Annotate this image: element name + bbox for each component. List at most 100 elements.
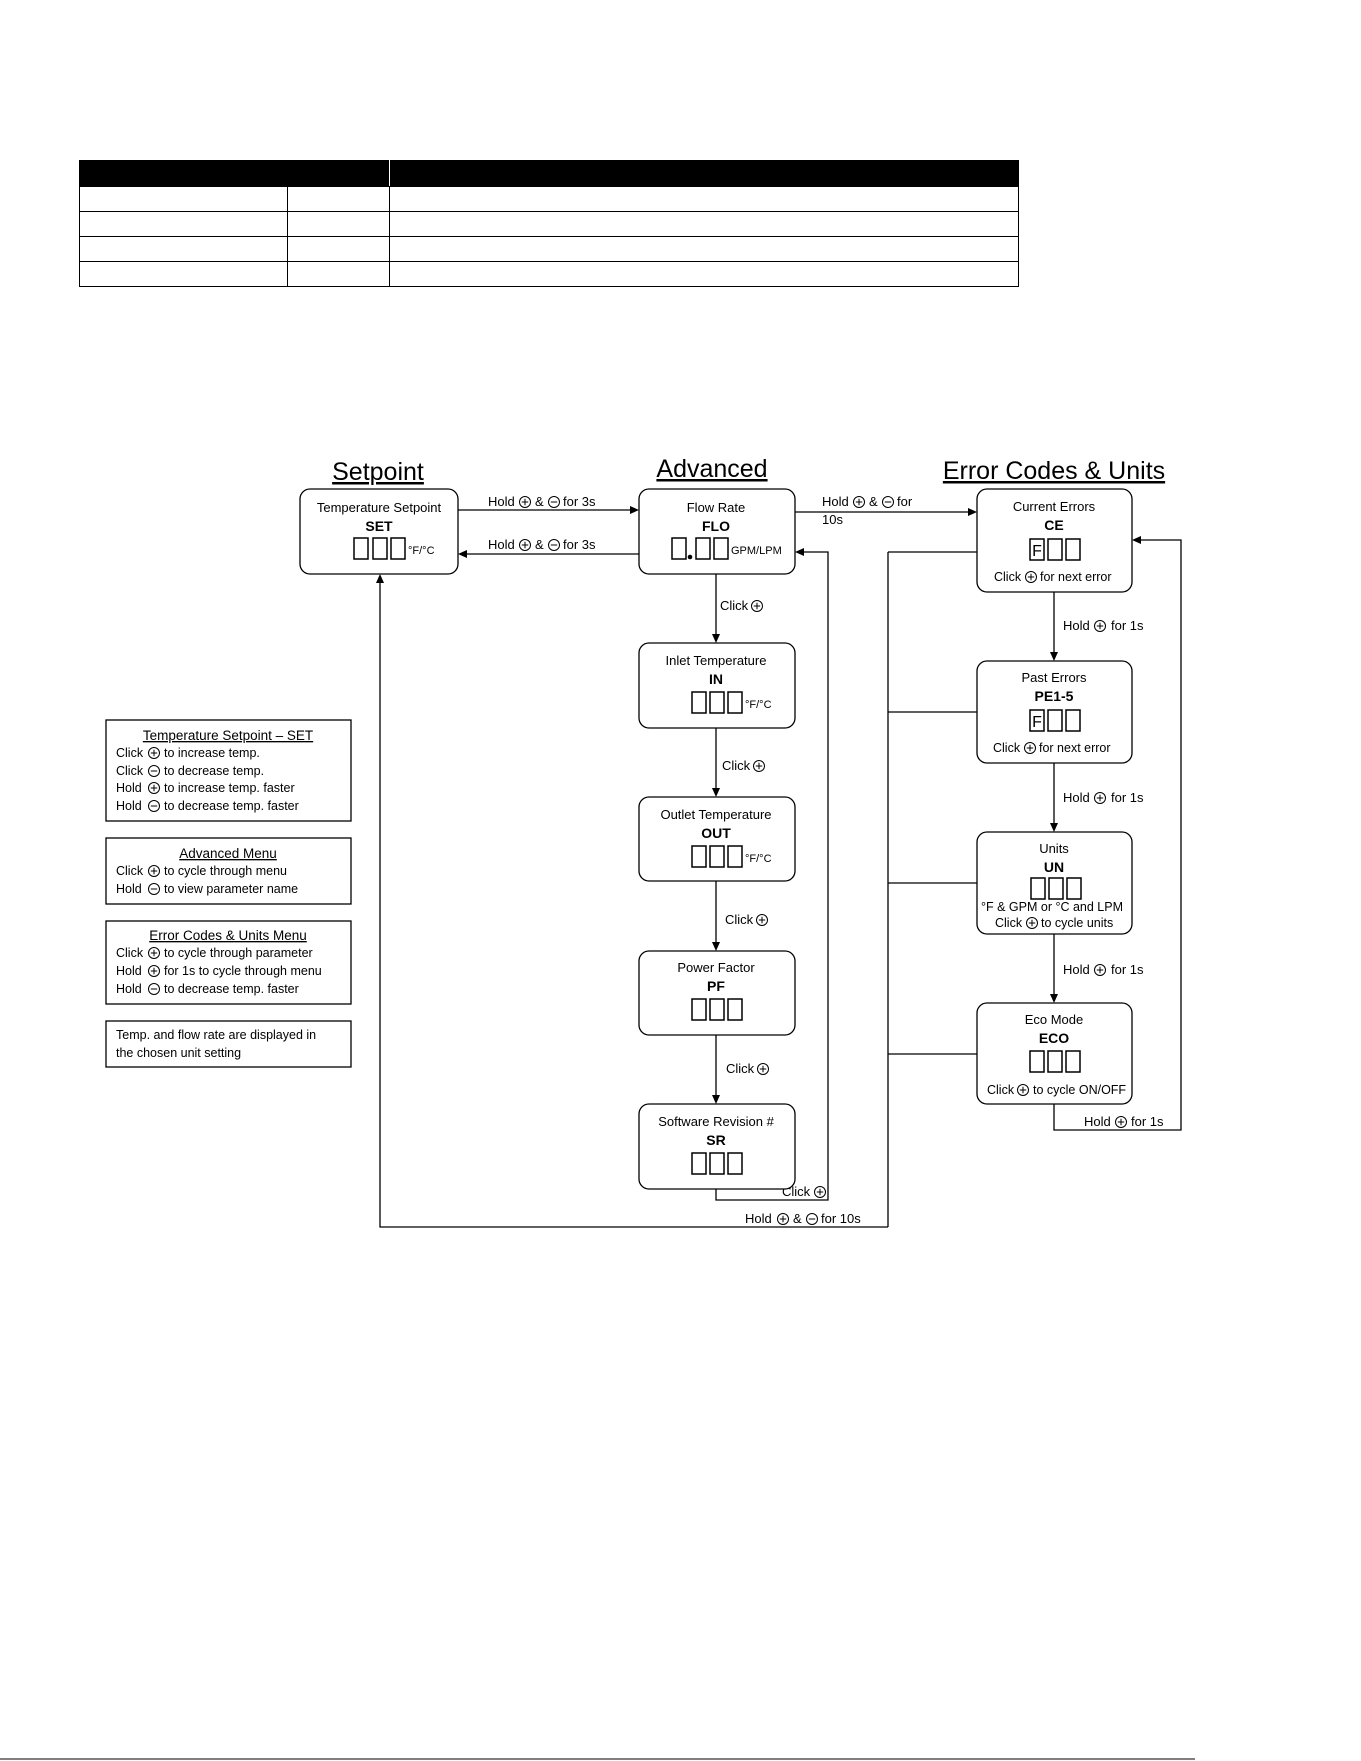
table-cell — [287, 211, 390, 237]
digit-segment — [1047, 1050, 1063, 1073]
arrow-head — [1132, 536, 1141, 544]
digit-segment — [691, 1152, 707, 1175]
plus-button-icon — [753, 760, 765, 772]
box-unit: °F/°C — [408, 545, 435, 557]
table-cell — [79, 211, 288, 237]
svg-text:Click: Click — [720, 598, 749, 613]
table-cell — [389, 261, 1019, 287]
box-name: Inlet Temperature — [666, 653, 767, 668]
digit-segment — [1065, 709, 1081, 732]
svg-text:to view parameter name: to view parameter name — [164, 882, 298, 896]
box-code: FLO — [702, 518, 730, 534]
svg-text:for next error: for next error — [1039, 741, 1111, 755]
svg-text:for 1s to cycle through menu: for 1s to cycle through menu — [164, 964, 322, 978]
table-row — [79, 186, 1019, 212]
table-row — [79, 211, 1019, 237]
plus-button-icon — [1026, 917, 1038, 929]
plus-button-icon — [1115, 1116, 1127, 1128]
box-name: Eco Mode — [1025, 1012, 1084, 1027]
box-units: Units UN °F & GPM or °C and LPM Click to… — [976, 831, 1133, 935]
arrow-head — [712, 1095, 720, 1104]
table-cell — [79, 236, 288, 262]
svg-text:for next error: for next error — [1040, 570, 1112, 584]
label-flo-to-ce: Hold & for 10s — [822, 494, 913, 527]
arrow-sr-to-flo — [715, 551, 829, 1201]
digit-segment — [709, 998, 725, 1021]
label-flo-to-set: Hold & for 3s — [488, 537, 596, 552]
digit-segment — [1066, 877, 1082, 900]
box-code: CE — [1044, 517, 1063, 533]
svg-text:&: & — [535, 494, 544, 509]
plus-button-icon — [519, 539, 531, 551]
table-cell — [79, 186, 288, 212]
digit-segment — [727, 998, 743, 1021]
legend-error-codes-units: Error Codes & Units Menu Click to cycle … — [105, 920, 352, 1005]
svg-text:Click: Click — [116, 764, 144, 778]
box-code: SR — [706, 1132, 725, 1148]
digit-segment — [709, 845, 725, 868]
svg-text:for 1s: for 1s — [1111, 962, 1144, 977]
svg-text:to cycle units: to cycle units — [1041, 916, 1113, 930]
arrow-head — [1050, 823, 1058, 832]
svg-text:for 1s: for 1s — [1131, 1114, 1164, 1129]
table-header-cell — [287, 160, 390, 187]
digit-segment — [353, 537, 369, 560]
legend-title: Advanced Menu — [179, 846, 277, 861]
label-click-3: Click — [725, 912, 768, 927]
arrow-eco-to-ce — [1053, 539, 1182, 1131]
setpoint-column-title: Setpoint — [332, 458, 424, 486]
digit-segment — [1065, 538, 1081, 561]
table-cell — [389, 211, 1019, 237]
svg-text:to cycle through menu: to cycle through menu — [164, 864, 287, 878]
table-cell — [389, 236, 1019, 262]
box-name: Temperature Setpoint — [317, 500, 442, 515]
label-hold-1s-2: Hold for 1s — [1063, 790, 1144, 805]
box-unit: °F/°C — [745, 853, 772, 865]
svg-text:Hold: Hold — [1084, 1114, 1111, 1129]
box-code: IN — [709, 671, 723, 687]
svg-text:to increase temp.: to increase temp. — [164, 746, 260, 760]
digit-segment — [390, 537, 406, 560]
svg-text:Hold: Hold — [1063, 962, 1090, 977]
plus-button-icon — [1025, 571, 1037, 583]
digit-segment — [727, 1152, 743, 1175]
box-name: Software Revision # — [658, 1114, 774, 1129]
minus-button-icon — [806, 1213, 818, 1225]
digit-segment — [1030, 877, 1046, 900]
table-cell — [389, 186, 1019, 212]
arrow-errors-to-set — [379, 582, 888, 1228]
box-eco-mode: Eco Mode ECO Click to cycle ON/OFF — [976, 1002, 1133, 1105]
plus-button-icon — [751, 600, 763, 612]
svg-text:to increase temp. faster: to increase temp. faster — [164, 781, 295, 795]
svg-text:Click: Click — [722, 758, 751, 773]
plus-button-icon — [148, 747, 160, 759]
svg-text:Hold: Hold — [1063, 790, 1090, 805]
label-click-4: Click — [726, 1061, 769, 1076]
digit-segment — [695, 537, 711, 560]
digit-segment — [727, 691, 743, 714]
legend-temperature-setpoint: Temperature Setpoint – SET Click to incr… — [105, 719, 352, 822]
svg-text:Click: Click — [987, 1083, 1015, 1097]
box-current-errors: Current Errors CE F Click for next error — [976, 488, 1133, 593]
svg-text:to decrease temp. faster: to decrease temp. faster — [164, 799, 299, 813]
decimal-point — [687, 554, 693, 560]
box-unit: GPM/LPM — [731, 545, 782, 557]
svg-text:to cycle through parameter: to cycle through parameter — [164, 946, 313, 960]
arrow-head — [458, 550, 467, 558]
svg-text:Hold: Hold — [116, 781, 142, 795]
svg-text:&: & — [535, 537, 544, 552]
box-name: Flow Rate — [687, 500, 746, 515]
minus-button-icon — [148, 800, 160, 812]
minus-button-icon — [548, 539, 560, 551]
svg-text:Click: Click — [994, 570, 1022, 584]
svg-text:Hold: Hold — [745, 1211, 772, 1226]
box-software-revision: Software Revision # SR — [638, 1103, 796, 1190]
svg-text:Hold: Hold — [1063, 618, 1090, 633]
plus-button-icon — [1094, 620, 1106, 632]
svg-text:Click: Click — [116, 864, 144, 878]
arrow-head — [712, 634, 720, 643]
svg-text:the chosen unit setting: the chosen unit setting — [116, 1046, 241, 1060]
minus-button-icon — [882, 496, 894, 508]
box-code: OUT — [701, 825, 731, 841]
